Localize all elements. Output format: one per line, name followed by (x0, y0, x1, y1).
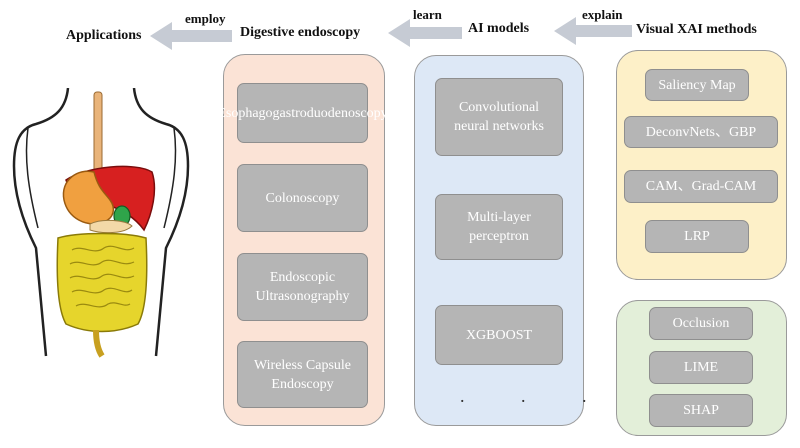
model-item-mlp: Multi-layer perceptron (435, 194, 563, 260)
models-more-ellipsis: . . . (460, 386, 613, 406)
xai-item-lrp: LRP (645, 220, 749, 253)
xai-item-deconvnets-gbp: DeconvNets、GBP (624, 116, 778, 148)
header-ai-models: AI models (468, 21, 530, 36)
verb-explain: explain (582, 7, 623, 22)
endoscopy-item-eus: Endoscopic Ultrasonography (237, 253, 368, 321)
endoscopy-item-wce: Wireless Capsule Endoscopy (237, 341, 368, 408)
xai-item-lime: LIME (649, 351, 753, 384)
xai-item-shap: SHAP (649, 394, 753, 427)
verb-learn: learn (413, 7, 442, 22)
xai-item-cam-gradcam: CAM、Grad-CAM (624, 170, 778, 203)
xai-item-saliency-map: Saliency Map (645, 69, 749, 101)
xai-item-occlusion: Occlusion (649, 307, 753, 340)
model-item-cnn: Convolutional neural networks (435, 78, 563, 156)
verb-employ: employ (185, 11, 226, 26)
arrow-explain-icon (554, 17, 632, 45)
header-applications: Applications (66, 28, 142, 43)
model-item-xgboost: XGBOOST (435, 305, 563, 365)
arrow-employ-icon (150, 22, 232, 50)
arrow-learn-icon (388, 19, 462, 47)
endoscopy-item-egd: Esophagogastroduodenoscopy (217, 83, 388, 143)
endoscopy-item-colonoscopy: Colonoscopy (237, 164, 368, 232)
header-digestive-endoscopy: Digestive endoscopy (240, 25, 361, 40)
digestive-system-illustration-icon (12, 88, 190, 358)
header-visual-xai-methods: Visual XAI methods (636, 22, 757, 37)
